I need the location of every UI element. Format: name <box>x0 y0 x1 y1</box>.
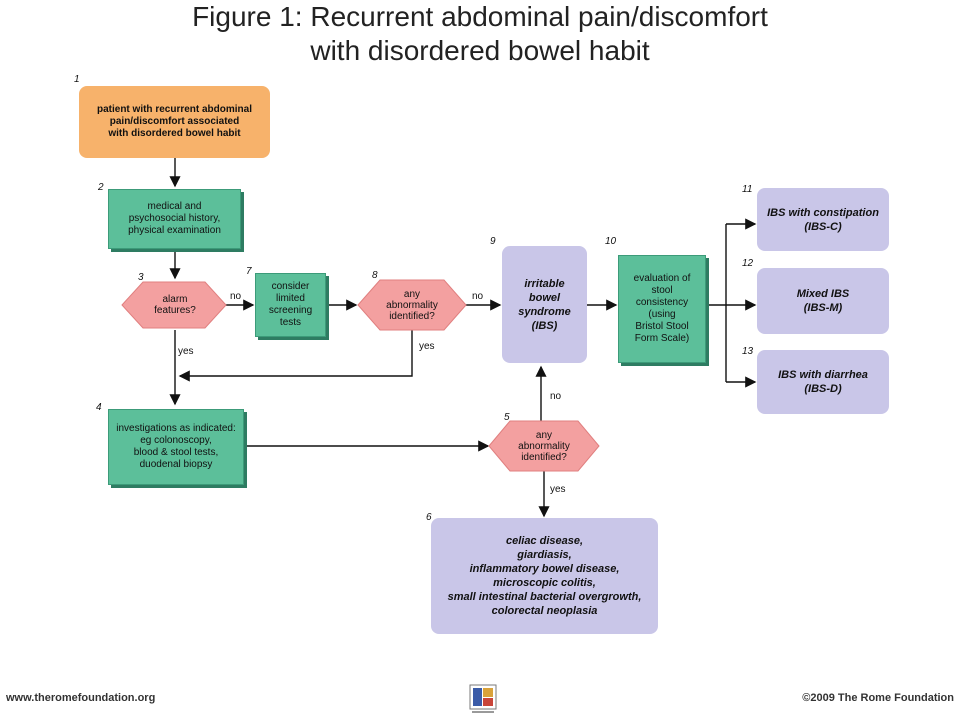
footer-copyright: ©2009 The Rome Foundation <box>802 692 954 704</box>
node-number-13: 13 <box>742 346 754 357</box>
node-number-3: 3 <box>138 272 144 283</box>
node-number-8: 8 <box>372 270 378 281</box>
node-number-12: 12 <box>742 258 754 269</box>
node-11-ibs-c: IBS with constipation (IBS-C) <box>757 188 889 251</box>
node-7-text: consider limited screening tests <box>268 281 313 328</box>
node-8-text: any abnormality identified? <box>386 288 438 322</box>
node-11-text: IBS with constipation (IBS-C) <box>767 206 879 233</box>
label-yes-8: yes <box>419 341 435 352</box>
label-no-5-to-9: no <box>550 391 562 402</box>
label-yes-3-to-4: yes <box>178 346 194 357</box>
node-4-investigations: investigations as indicated: eg colonosc… <box>108 409 244 485</box>
node-6-differential-diagnoses: celiac disease, giardiasis, inflammatory… <box>431 518 658 634</box>
hexagon-8 <box>357 279 467 331</box>
node-number-9: 9 <box>490 236 496 247</box>
node-5-text: any abnormality identified? <box>518 429 570 463</box>
node-12-text: Mixed IBS (IBS-M) <box>796 288 850 314</box>
node-13-ibs-d: IBS with diarrhea (IBS-D) <box>757 350 889 414</box>
footer-website: www.theromefoundation.org <box>6 692 156 704</box>
node-number-1: 1 <box>74 74 80 85</box>
node-number-6: 6 <box>426 512 432 523</box>
node-2-text: medical and psychosocial history, physic… <box>128 201 221 236</box>
node-number-7: 7 <box>246 266 252 277</box>
rome-foundation-logo-icon <box>469 684 497 713</box>
node-8-abnormality: any abnormality identified? <box>366 282 458 328</box>
node-3-text: alarm features? <box>154 294 196 316</box>
node-7-screening-tests: consider limited screening tests <box>255 273 326 337</box>
node-5-abnormality: any abnormality identified? <box>497 423 591 469</box>
arrow-8-yes-return <box>178 330 413 382</box>
figure-title: Figure 1: Recurrent abdominal pain/disco… <box>0 0 960 68</box>
node-1-patient-presentation: patient with recurrent abdominal pain/di… <box>79 86 270 158</box>
node-12-ibs-m: Mixed IBS (IBS-M) <box>757 268 889 334</box>
node-2-history-exam: medical and psychosocial history, physic… <box>108 189 241 249</box>
node-number-11: 11 <box>742 184 753 195</box>
label-no-3-to-7: no <box>230 291 242 302</box>
node-6-text: celiac disease, giardiasis, inflammatory… <box>447 535 642 617</box>
node-1-text: patient with recurrent abdominal pain/di… <box>96 104 253 139</box>
node-4-text: investigations as indicated: eg colonosc… <box>116 423 236 470</box>
node-10-text: evaluation of stool consistency (using B… <box>633 273 691 344</box>
node-number-4: 4 <box>96 402 102 413</box>
node-9-text: irritable bowel syndrome (IBS) <box>518 277 571 332</box>
node-number-10: 10 <box>605 236 617 247</box>
title-line-1: Figure 1: Recurrent abdominal pain/disco… <box>192 1 768 32</box>
hexagon-3 <box>121 281 227 329</box>
node-10-stool-evaluation: evaluation of stool consistency (using B… <box>618 255 706 363</box>
node-number-5: 5 <box>504 412 510 423</box>
node-13-text: IBS with diarrhea (IBS-D) <box>778 369 868 395</box>
hexagon-5 <box>488 420 600 472</box>
node-9-ibs: irritable bowel syndrome (IBS) <box>502 246 587 363</box>
label-no-8-to-9: no <box>472 291 484 302</box>
node-number-2: 2 <box>98 182 104 193</box>
label-yes-5-to-6: yes <box>550 484 566 495</box>
title-line-2: with disordered bowel habit <box>310 35 650 66</box>
node-3-alarm-features: alarm features? <box>130 284 220 326</box>
